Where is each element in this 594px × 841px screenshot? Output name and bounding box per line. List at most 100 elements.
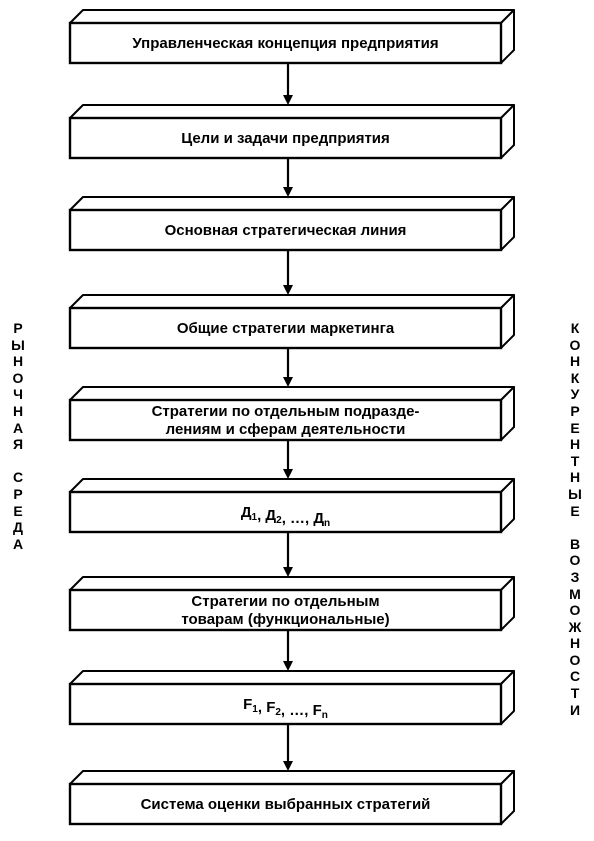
flow-arrow [283,630,293,671]
box-label: Цели и задачи предприятия [181,130,390,147]
flow-box: Основная стратегическая линия [68,196,515,252]
side-letter: Т [570,452,580,469]
box-top-face [69,576,515,591]
label-segment: Система оценки выбранных стратегий [141,796,431,813]
side-letter: З [570,568,580,585]
arrow-head [283,469,293,479]
side-letter: Н [569,436,581,453]
side-letter: О [569,552,581,569]
side-letter: К [570,369,580,386]
flow-box: Цели и задачи предприятия [68,104,515,160]
flow-box: Д1, Д2, …, Дn [68,478,515,534]
side-letter: С [12,469,24,486]
side-letter: Ч [13,386,23,403]
label-segment: , F [258,699,276,716]
label-segment: Основная стратегическая линия [165,222,407,239]
box-front-face [68,398,503,442]
box-front-face [68,21,503,65]
flow-arrow [283,724,293,771]
label-segment: , Д [257,507,276,524]
box-label: Основная стратегическая линия [165,222,407,239]
box-label: Стратегии по отдельным [191,593,379,610]
side-letter: А [12,419,24,436]
flow-box: Общие стратегии маркетинга [68,294,515,350]
arrow-head [283,95,293,105]
box-label: Система оценки выбранных стратегий [141,796,431,813]
subscript: n [322,710,328,721]
side-letter: Е [570,419,580,436]
flow-box: Стратегии по отдельным подразде-лениям и… [68,386,515,442]
box-label: товарам (функциональные) [181,611,389,628]
side-letter: И [569,701,581,718]
flow-arrow [283,532,293,577]
side-letter: Н [569,353,581,370]
subscript: 1 [252,704,258,715]
side-letter: О [569,602,581,619]
box-top-face [69,670,515,685]
side-letter: О [569,336,581,353]
box-front-face [68,116,503,160]
side-letter [6,453,30,470]
label-segment: , …, Д [282,510,325,527]
side-letter: Ж [568,618,582,635]
arrow-head [283,661,293,671]
side-letter: Р [13,320,23,336]
box-front-face [68,306,503,350]
arrow-head [283,285,293,295]
side-letter: Е [13,502,23,519]
subscript: n [324,518,330,529]
box-front-face [68,682,503,726]
box-label: лениям и сферам деятельности [166,421,406,438]
arrow-head [283,377,293,387]
label-segment: Общие стратегии маркетинга [177,320,395,337]
label-segment: товарам (функциональные) [181,611,389,628]
flow-arrow [283,348,293,387]
side-letter: Н [569,635,581,652]
side-letter: М [569,585,581,602]
flow-box: F1, F2, …, Fn [68,670,515,726]
flow-box: Управленческая концепция предприятия [68,9,515,65]
box-top-face [69,478,515,493]
side-letter [563,519,587,536]
flow-box: Система оценки выбранных стратегий [68,770,515,826]
flow-arrow [283,158,293,197]
subscript: 1 [252,512,258,523]
box-front-face [68,208,503,252]
label-segment: Цели и задачи предприятия [181,130,390,147]
box-top-face [69,770,515,785]
label-segment: Управленческая концепция предприятия [132,35,438,52]
box-top-face [69,294,515,309]
side-letter: О [569,651,581,668]
label-segment: лениям и сферам деятельности [166,421,406,438]
side-letter: О [12,369,24,386]
box-top-face [69,386,515,401]
box-front-face [68,588,503,632]
side-letter: Т [570,685,580,702]
box-label: F1, F2, …, Fn [243,696,328,721]
box-top-face [69,104,515,119]
side-letter: Д [13,519,23,536]
side-letter: Н [569,469,581,486]
box-label: Общие стратегии маркетинга [177,320,395,337]
flow-arrow [283,440,293,479]
box-label: Д1, Д2, …, Дn [241,504,330,529]
label-segment: , …, F [281,702,322,719]
side-letter: Е [570,502,580,519]
side-letter: Н [12,353,24,370]
side-letter: Ы [11,336,25,353]
side-letter: Я [12,436,24,453]
arrow-head [283,567,293,577]
subscript: 2 [276,515,282,526]
box-top-face [69,196,515,211]
side-letter: Р [13,485,23,502]
side-letter: Р [570,402,580,419]
side-letter: Н [12,402,24,419]
subscript: 2 [275,707,281,718]
box-front-face [68,782,503,826]
side-letter: А [12,535,24,552]
label-segment: Д [241,504,252,521]
